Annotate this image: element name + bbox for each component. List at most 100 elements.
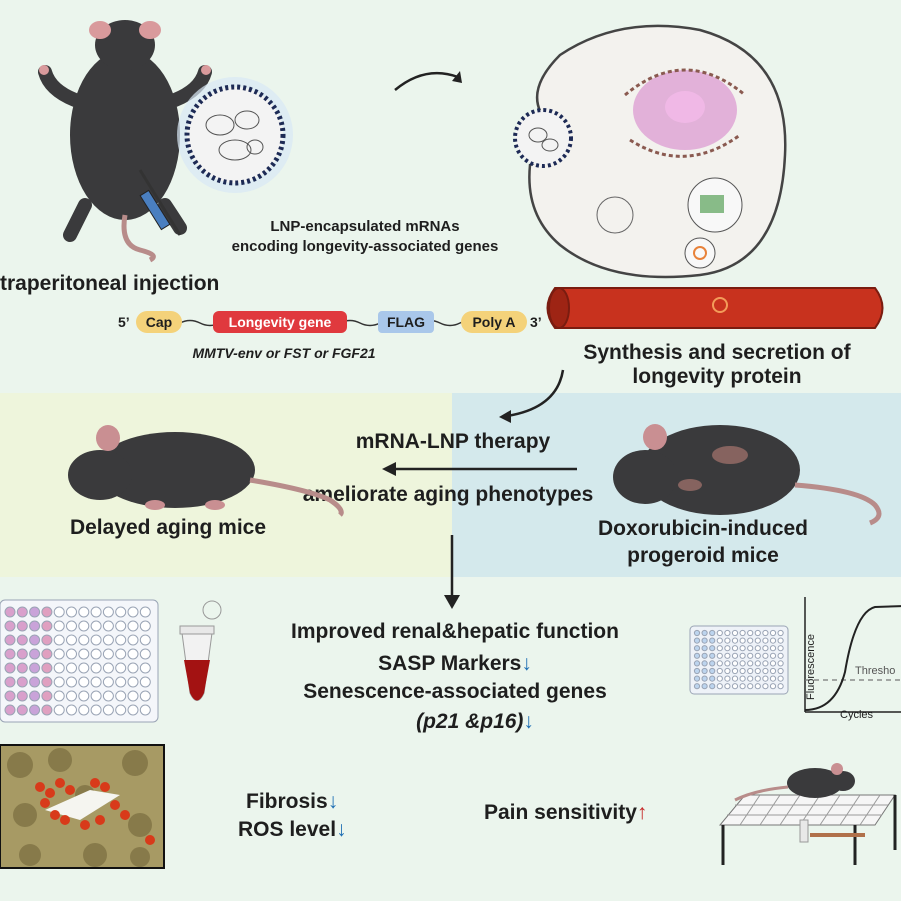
qpcr-well bbox=[693, 660, 701, 667]
cell-caption-line1: Synthesis and secretion of bbox=[583, 341, 851, 364]
qpcr-xlabel: Cycles bbox=[840, 709, 874, 721]
qpcr-well bbox=[769, 660, 777, 667]
plate-well bbox=[16, 662, 28, 674]
qpcr-well bbox=[739, 660, 746, 667]
result-line3: Senescence-associated genes bbox=[303, 680, 607, 703]
qpcr-well bbox=[724, 629, 731, 637]
qpcr-well bbox=[762, 652, 769, 659]
qpcr-well bbox=[739, 637, 746, 644]
plate-well bbox=[29, 620, 41, 632]
plate-well bbox=[41, 606, 53, 618]
plate-well bbox=[102, 662, 114, 674]
plate-well bbox=[127, 634, 139, 646]
injection-label: traperitoneal injection bbox=[0, 272, 220, 295]
plate-well bbox=[90, 704, 102, 716]
qpcr-well bbox=[747, 660, 754, 667]
plate-well bbox=[127, 676, 139, 688]
qpcr-well bbox=[731, 629, 739, 637]
longevity-gene-box: Longevity gene bbox=[213, 311, 347, 333]
plate-well bbox=[78, 648, 90, 660]
qpcr-well bbox=[747, 683, 754, 690]
plate-well bbox=[29, 606, 41, 618]
plate-well bbox=[139, 648, 151, 660]
result-line4: (p21 &p16)↓ bbox=[416, 710, 534, 733]
plate-well bbox=[66, 690, 77, 702]
qpcr-well bbox=[693, 683, 701, 690]
plate-well bbox=[53, 648, 65, 660]
qpcr-curve-chart bbox=[804, 597, 901, 713]
fibrosis-label: Fibrosis↓ bbox=[246, 790, 339, 813]
qpcr-well bbox=[754, 660, 761, 667]
progeroid-mouse bbox=[613, 424, 882, 526]
qpcr-well bbox=[739, 675, 746, 682]
plate-well bbox=[41, 676, 53, 688]
plate-well bbox=[90, 676, 102, 688]
plate-well bbox=[4, 620, 16, 632]
well-plate bbox=[0, 599, 159, 723]
plate-well bbox=[41, 662, 53, 674]
plate-well bbox=[90, 620, 102, 632]
right-mice-label-line1: Doxorubicin-induced bbox=[598, 517, 808, 540]
three-prime-label: 3’ bbox=[530, 314, 542, 330]
qpcr-well bbox=[716, 683, 723, 690]
down-arrow-icon: ↓ bbox=[523, 710, 534, 733]
plate-well bbox=[90, 634, 102, 646]
qpcr-well bbox=[769, 667, 777, 675]
plate-well bbox=[4, 690, 16, 702]
plate-well bbox=[66, 620, 77, 632]
plate-well bbox=[127, 662, 139, 674]
plate-well bbox=[90, 662, 102, 674]
down-arrow bbox=[444, 535, 460, 609]
pain-test-apparatus bbox=[718, 763, 897, 865]
plate-well bbox=[66, 662, 77, 674]
arrow-to-cell bbox=[394, 71, 462, 91]
qpcr-well bbox=[739, 652, 746, 659]
plate-well bbox=[115, 704, 127, 716]
down-arrow-icon: ↓ bbox=[336, 818, 347, 841]
plate-well bbox=[127, 606, 139, 618]
qpcr-well bbox=[701, 645, 708, 652]
qpcr-well bbox=[739, 629, 746, 637]
plate-well bbox=[4, 634, 16, 646]
polya-box: Poly A bbox=[461, 311, 527, 333]
qpcr-well bbox=[716, 660, 723, 667]
lnp-particle-zoom bbox=[177, 77, 293, 193]
plate-well bbox=[53, 676, 65, 688]
flag-box: FLAG bbox=[378, 311, 434, 333]
plate-well bbox=[90, 648, 102, 660]
qpcr-well bbox=[754, 637, 761, 644]
plate-well bbox=[16, 620, 28, 632]
delayed-aging-mouse bbox=[68, 425, 344, 517]
qpcr-well bbox=[754, 629, 761, 637]
therapy-label: mRNA-LNP therapy bbox=[355, 430, 551, 453]
plate-well bbox=[102, 676, 114, 688]
plate-well bbox=[102, 606, 114, 618]
plate-well bbox=[127, 704, 139, 716]
qpcr-well bbox=[754, 645, 761, 652]
qpcr-well bbox=[747, 629, 754, 637]
plate-well bbox=[16, 606, 28, 618]
five-prime-label: 5’ bbox=[118, 314, 130, 330]
genes-note: MMTV-env or FST or FGF21 bbox=[192, 345, 376, 361]
qpcr-well bbox=[724, 660, 731, 667]
qpcr-well bbox=[769, 637, 777, 644]
qpcr-well bbox=[731, 652, 739, 659]
qpcr-well bbox=[724, 667, 731, 675]
qpcr-well bbox=[709, 637, 716, 644]
plate-well bbox=[4, 662, 16, 674]
plate-well bbox=[29, 634, 41, 646]
plate-well bbox=[53, 662, 65, 674]
plate-well bbox=[78, 634, 90, 646]
effect-label: ameliorate aging phenotypes bbox=[302, 483, 594, 506]
plate-well bbox=[53, 690, 65, 702]
qpcr-well bbox=[754, 667, 761, 675]
qpcr-well bbox=[731, 660, 739, 667]
plate-well bbox=[127, 620, 139, 632]
qpcr-well bbox=[769, 645, 777, 652]
plate-well bbox=[66, 676, 77, 688]
qpcr-well bbox=[709, 629, 716, 637]
qpcr-threshold: Thresho bbox=[855, 665, 896, 677]
qpcr-well bbox=[739, 667, 746, 675]
qpcr-well bbox=[716, 667, 723, 675]
ros-label: ROS level↓ bbox=[238, 818, 347, 841]
